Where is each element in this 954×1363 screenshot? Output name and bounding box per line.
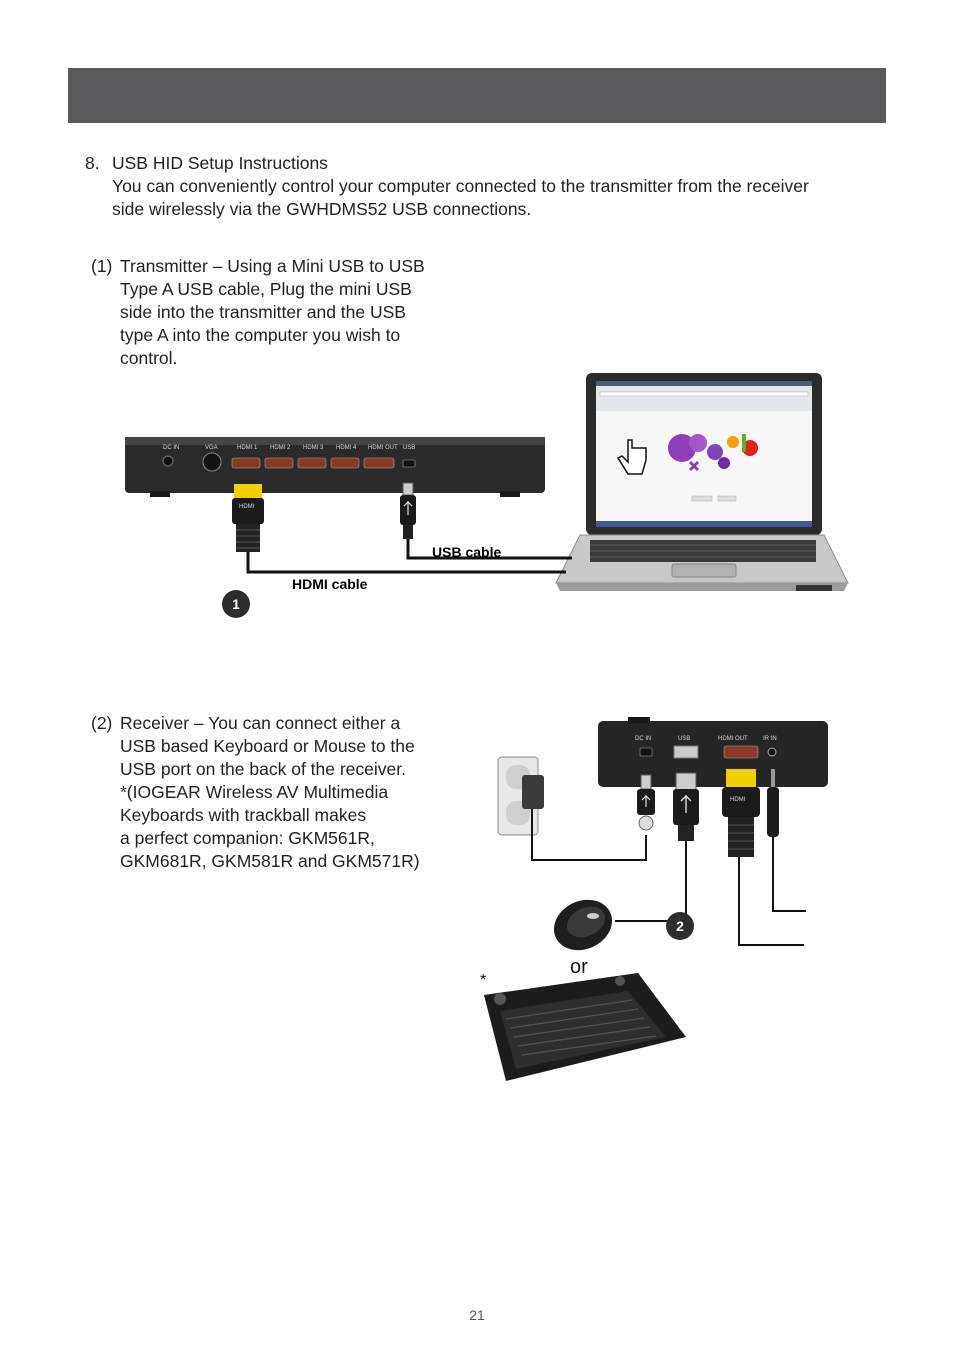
section-number: 8. (85, 153, 100, 173)
port-label: HDMI OUT (718, 736, 748, 742)
step2-line: GKM681R, GKM581R and GKM571R) (120, 851, 420, 871)
step1-line: control. (120, 348, 178, 368)
section-intro-line-1: You can conveniently control your comput… (112, 176, 809, 196)
transmitter-box: DC IN VGA HDMI 1 HDMI 2 HDMI 3 HDMI 4 HD… (125, 437, 545, 497)
step2-line: *(IOGEAR Wireless AV Multimedia (120, 782, 389, 802)
port-label: HDMI 4 (336, 445, 357, 451)
plug-label: HDMI (239, 504, 255, 510)
port-label: DC IN (163, 445, 179, 451)
step2-marker: (2) (91, 713, 113, 733)
step-badge (666, 912, 694, 940)
port-label: IR IN (763, 736, 777, 742)
step-badge (222, 590, 250, 618)
transmitter-diagram: DC IN VGA HDMI 1 HDMI 2 HDMI 3 HDMI 4 HD… (125, 373, 849, 618)
port-label: DC IN (635, 736, 651, 742)
usb-cable-line (615, 841, 687, 922)
port-label: HDMI 3 (303, 445, 324, 451)
port-label: HDMI 2 (270, 445, 291, 451)
header-bar (68, 68, 886, 123)
port-label: HDMI OUT (368, 445, 398, 451)
step1-line: side into the transmitter and the USB (120, 302, 406, 322)
usb-cable-line (406, 539, 572, 560)
port-label: USB (678, 736, 690, 742)
hdmi-cable-label: HDMI cable (292, 576, 368, 592)
usb-plug (400, 482, 416, 539)
page-number: 21 (469, 1307, 485, 1323)
hdmi-plug: HDMI (722, 769, 760, 857)
section-title: USB HID Setup Instructions (112, 153, 328, 173)
step2-line: USB port on the back of the receiver. (120, 759, 406, 779)
step-badge-label: 1 (232, 596, 240, 612)
power-cable-line (531, 809, 647, 861)
step-badge-label: 2 (676, 918, 684, 934)
or-label: or (570, 956, 588, 978)
receiver-diagram: DC IN USB HDMI OUT IR IN HDMI (480, 717, 828, 1081)
step1-line: type A into the computer you wish to (120, 325, 401, 345)
step2-line: USB based Keyboard or Mouse to the (120, 736, 415, 756)
step1-line: Type A USB cable, Plug the mini USB (120, 279, 412, 299)
usb-a-plug (673, 772, 699, 841)
port-label: USB (403, 445, 415, 451)
receiver-box: DC IN USB HDMI OUT IR IN (598, 717, 828, 787)
step1-line: Transmitter – Using a Mini USB to USB (120, 256, 425, 276)
ir-plug (767, 769, 779, 837)
step2-line: Receiver – You can connect either a (120, 713, 401, 733)
hdmi-cable-line (738, 857, 804, 946)
asterisk-mark: * (480, 972, 486, 989)
port-label: HDMI 1 (237, 445, 258, 451)
laptop-illustration (555, 373, 849, 591)
plug-label: HDMI (730, 797, 746, 803)
hdmi-plug: HDMI (232, 484, 264, 552)
keyboard-illustration (484, 973, 686, 1081)
hdmi-cable-line (246, 552, 566, 574)
ir-cable-line (772, 837, 806, 912)
step1-marker: (1) (91, 256, 113, 276)
wall-outlet-illustration (497, 756, 544, 836)
mini-usb-plug (637, 774, 655, 831)
step2-line: Keyboards with trackball makes (120, 805, 367, 825)
mouse-illustration (553, 899, 613, 951)
step2-line: a perfect companion: GKM561R, (120, 828, 375, 848)
port-label: VGA (205, 445, 218, 451)
usb-cable-label: USB cable (432, 544, 501, 560)
section-intro-line-2: side wirelessly via the GWHDMS52 USB con… (112, 199, 532, 219)
